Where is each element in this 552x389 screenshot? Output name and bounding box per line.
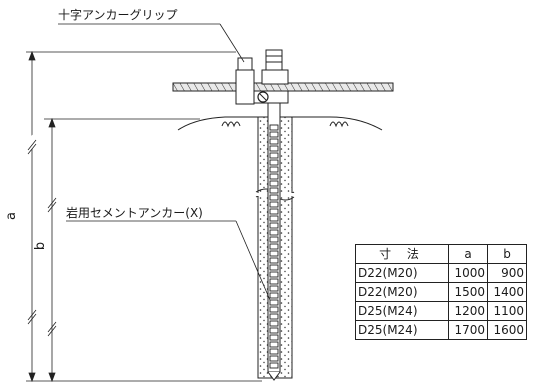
rod-thread — [269, 145, 279, 152]
cell-size: D22(M20) — [355, 263, 449, 283]
rod-thread — [269, 278, 279, 285]
cell-a: 1000 — [448, 263, 488, 283]
rod-thread — [269, 152, 279, 159]
cell-b: 1600 — [487, 320, 527, 340]
dimensions-table: 寸 法 a b D22(M20) 1000 900 D22(M20) 1500 … — [355, 244, 527, 340]
table-row: D25(M24) 1200 1100 — [355, 301, 527, 321]
rod-thread — [269, 271, 279, 278]
rod-thread — [269, 173, 279, 180]
rod-thread — [269, 362, 279, 369]
table-row: D25(M24) 1700 1600 — [355, 320, 527, 340]
dimension-b-label: b — [33, 241, 48, 251]
table-header-row: 寸 法 a b — [355, 244, 527, 264]
rod-thread — [269, 292, 279, 299]
rod-thread — [269, 131, 279, 138]
rod-thread — [269, 236, 279, 243]
dimension-a-label: a — [4, 212, 19, 220]
rod-thread — [269, 180, 279, 187]
rod-thread — [269, 159, 279, 166]
cell-a: 1700 — [448, 320, 488, 340]
rod-thread — [269, 208, 279, 215]
cell-b: 1400 — [487, 282, 527, 302]
rod-thread — [269, 285, 279, 292]
rod-thread — [269, 250, 279, 257]
dimension-b — [44, 117, 200, 383]
rod-thread — [269, 215, 279, 222]
rod-thread — [269, 229, 279, 236]
rod-thread — [269, 313, 279, 320]
rod-thread — [269, 341, 279, 348]
anchor-label: 岩用セメントアンカー(X) — [66, 206, 203, 220]
rod-thread — [269, 124, 279, 131]
cell-size: D25(M24) — [355, 301, 449, 321]
rod-thread — [269, 355, 279, 362]
cell-size: D22(M20) — [355, 282, 449, 302]
grip-label: 十字アンカーグリップ — [58, 8, 178, 22]
rod-thread — [269, 299, 279, 306]
rod-thread — [269, 257, 279, 264]
rod-thread — [269, 348, 279, 355]
header-size: 寸 法 — [355, 244, 449, 264]
rod-thread — [269, 187, 279, 194]
rod-thread — [269, 194, 279, 201]
rod-thread — [269, 201, 279, 208]
rod-thread — [269, 334, 279, 341]
header-a: a — [448, 244, 488, 264]
anchor-rod — [267, 61, 281, 381]
rod-thread — [269, 243, 279, 250]
cell-size: D25(M24) — [355, 320, 449, 340]
cell-a: 1200 — [448, 301, 488, 321]
header-b: b — [487, 244, 527, 264]
table-row: D22(M20) 1000 900 — [355, 263, 527, 283]
dimension-a — [23, 50, 262, 383]
rod-thread — [269, 138, 279, 145]
cross-anchor-grip — [172, 49, 394, 105]
rod-thread — [269, 264, 279, 271]
ground-surface — [177, 116, 383, 131]
rod-thread — [269, 327, 279, 334]
rod-thread — [269, 320, 279, 327]
rod-thread — [269, 222, 279, 229]
leader-lines — [58, 23, 271, 301]
cell-b: 1100 — [487, 301, 527, 321]
rod-thread — [269, 306, 279, 313]
rod-thread — [269, 166, 279, 173]
cell-b: 900 — [487, 263, 527, 283]
cell-a: 1500 — [448, 282, 488, 302]
table-row: D22(M20) 1500 1400 — [355, 282, 527, 302]
